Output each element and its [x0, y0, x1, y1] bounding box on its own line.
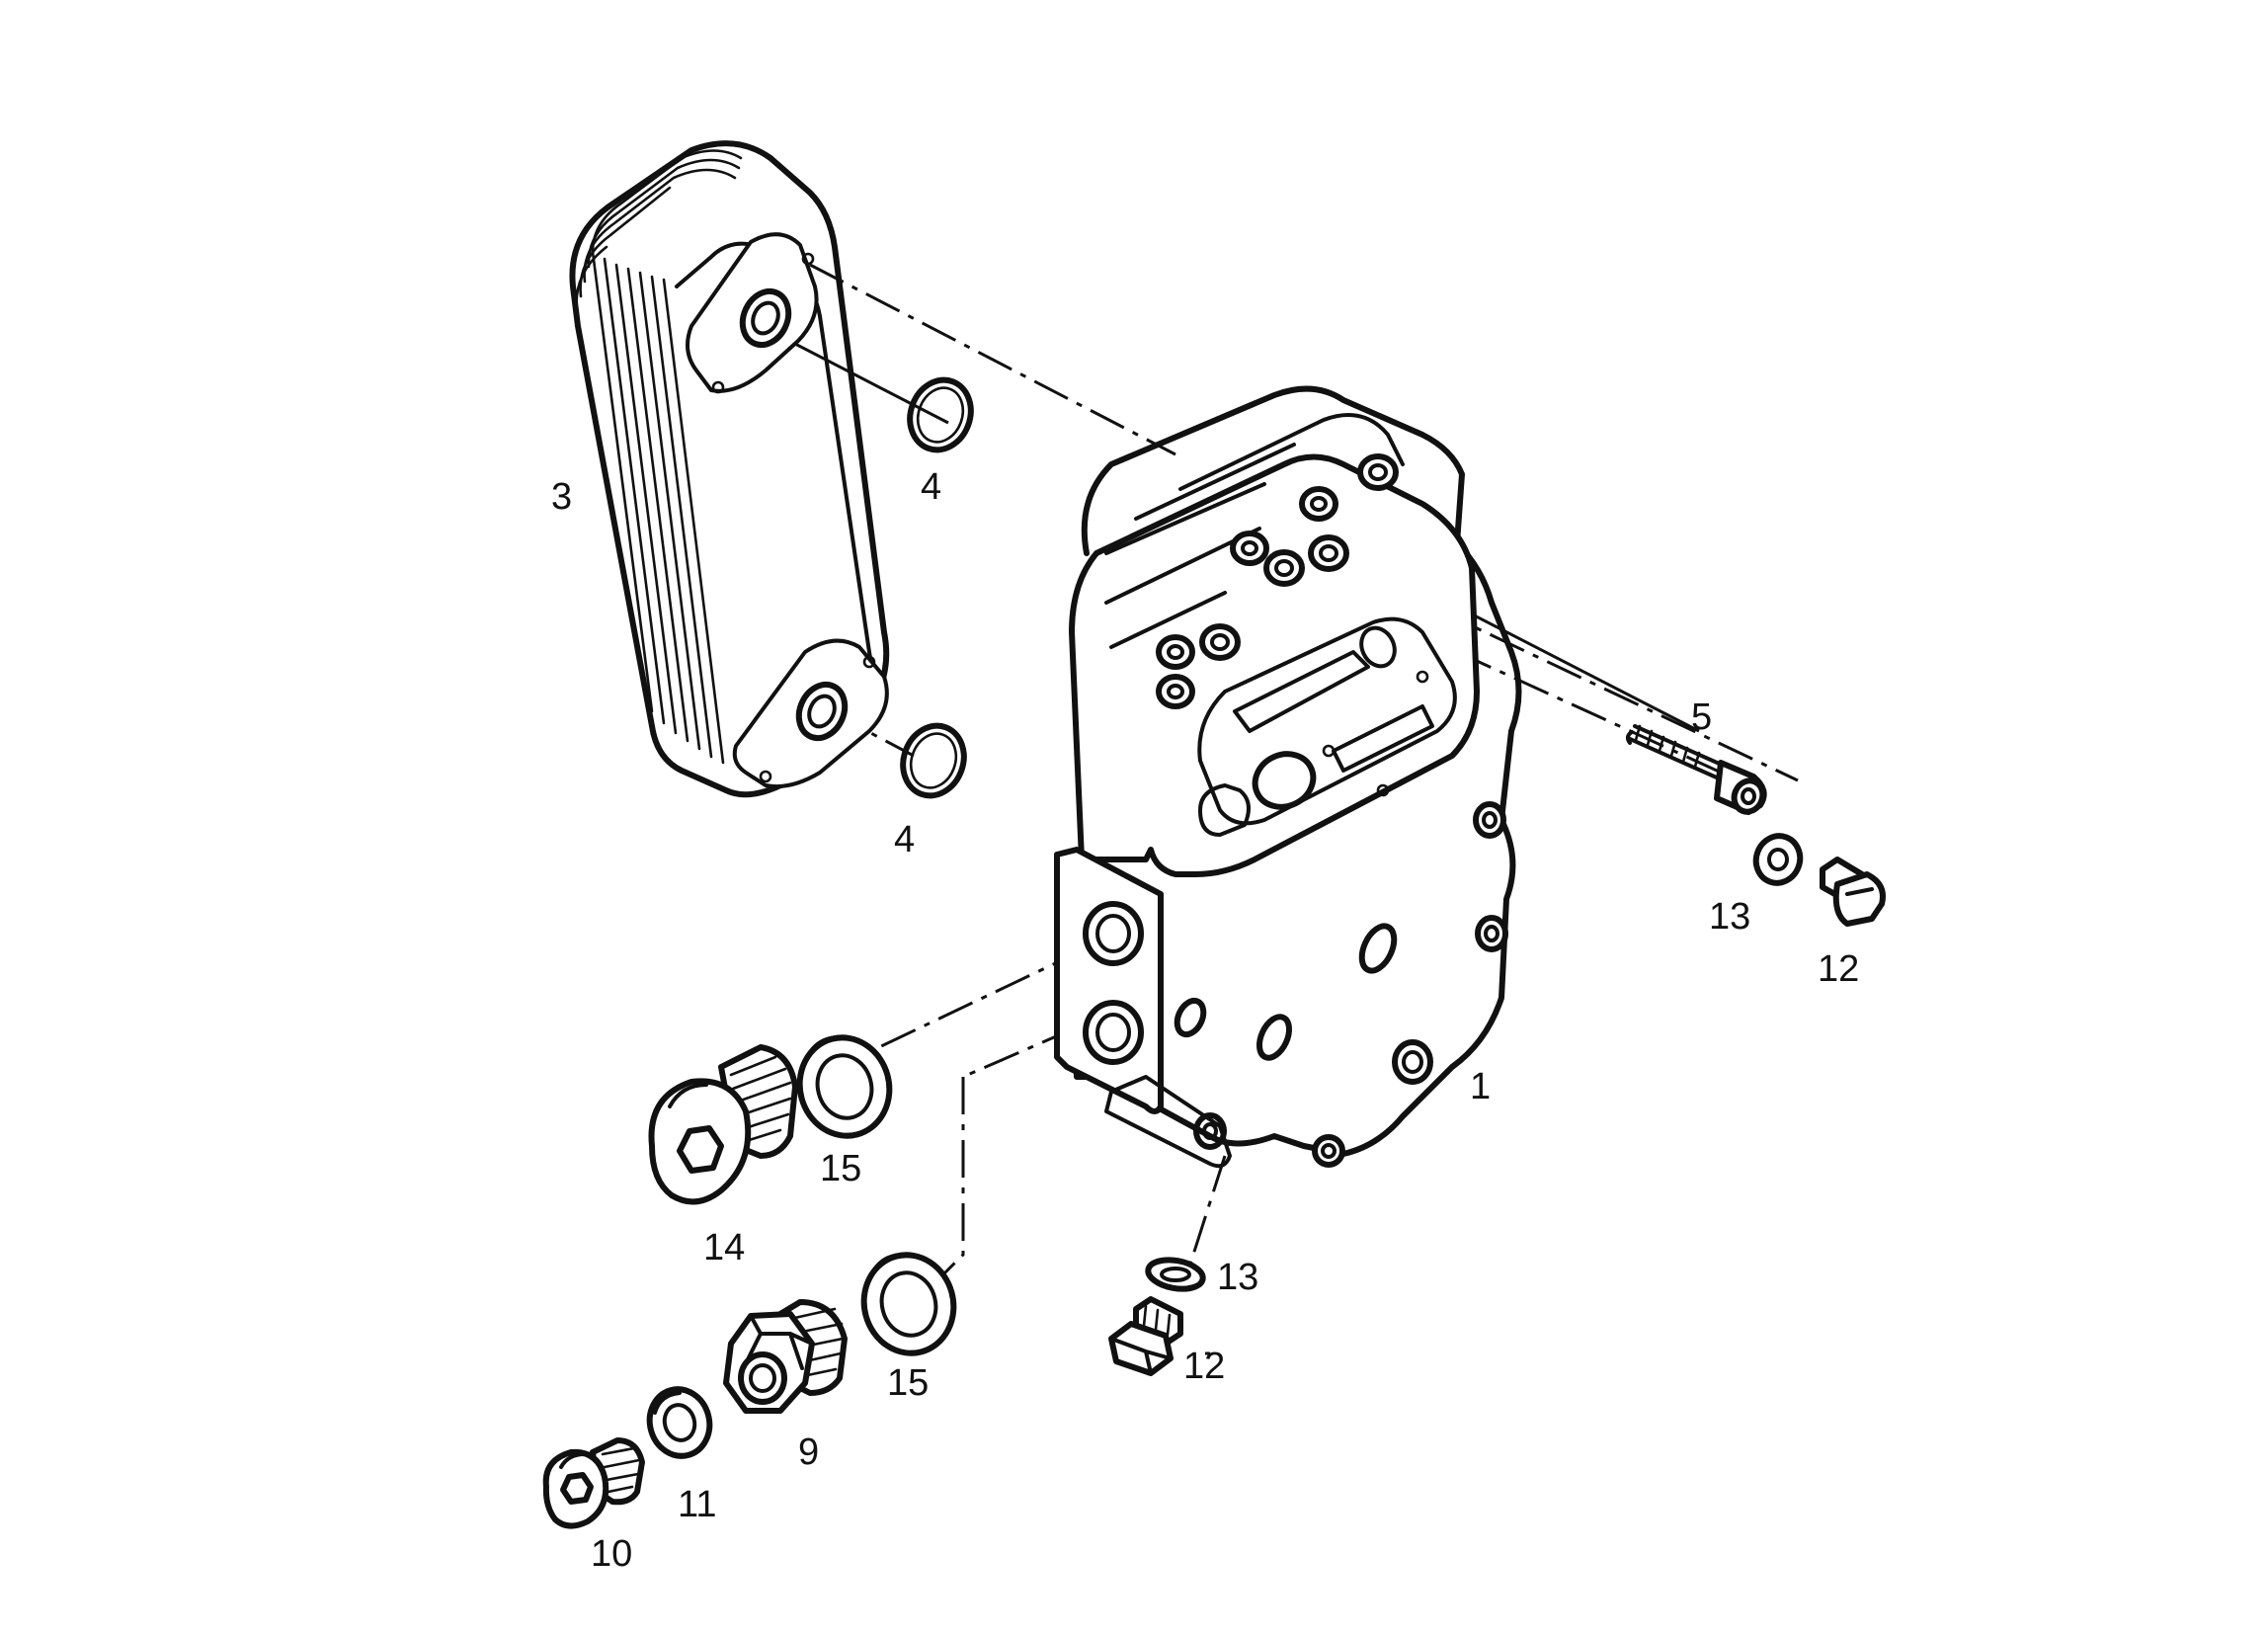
oil-cooler — [569, 140, 890, 798]
o-ring-lower — [900, 722, 967, 799]
callout-15-upper: 15 — [820, 1148, 861, 1189]
drain-plug-upper — [1820, 857, 1886, 927]
callout-labels: 1 3 4 4 5 9 10 11 12 12 13 13 14 15 15 — [551, 466, 1859, 1575]
sealing-ring-upper — [796, 1034, 893, 1139]
o-ring-upper — [907, 376, 974, 453]
callout-11: 11 — [678, 1484, 716, 1525]
callout-12-lower: 12 — [1183, 1346, 1225, 1387]
washer-small — [646, 1386, 713, 1459]
screw-plug-large — [648, 1044, 798, 1205]
callout-10: 10 — [591, 1533, 632, 1575]
callout-9: 9 — [798, 1432, 819, 1473]
hex-plug — [723, 1299, 848, 1414]
callout-15-lower: 15 — [887, 1362, 929, 1404]
oil-cooler-housing — [1054, 385, 1522, 1169]
callout-12-upper: 12 — [1818, 948, 1859, 990]
callout-4-lower: 4 — [894, 819, 915, 860]
callout-1: 1 — [1470, 1066, 1491, 1107]
callout-4-upper: 4 — [921, 466, 941, 508]
callout-14: 14 — [703, 1227, 745, 1268]
sealing-washer-upper — [1752, 833, 1804, 886]
sealing-washer-lower — [1145, 1257, 1206, 1292]
drain-plug-lower — [1108, 1296, 1183, 1376]
screw-plug-small — [542, 1437, 645, 1529]
bolt — [1625, 724, 1767, 815]
callout-5: 5 — [1691, 696, 1712, 738]
sealing-ring-lower — [860, 1252, 957, 1356]
callout-3: 3 — [551, 476, 572, 518]
callout-13-upper: 13 — [1709, 896, 1750, 938]
callout-13-lower: 13 — [1217, 1257, 1258, 1298]
